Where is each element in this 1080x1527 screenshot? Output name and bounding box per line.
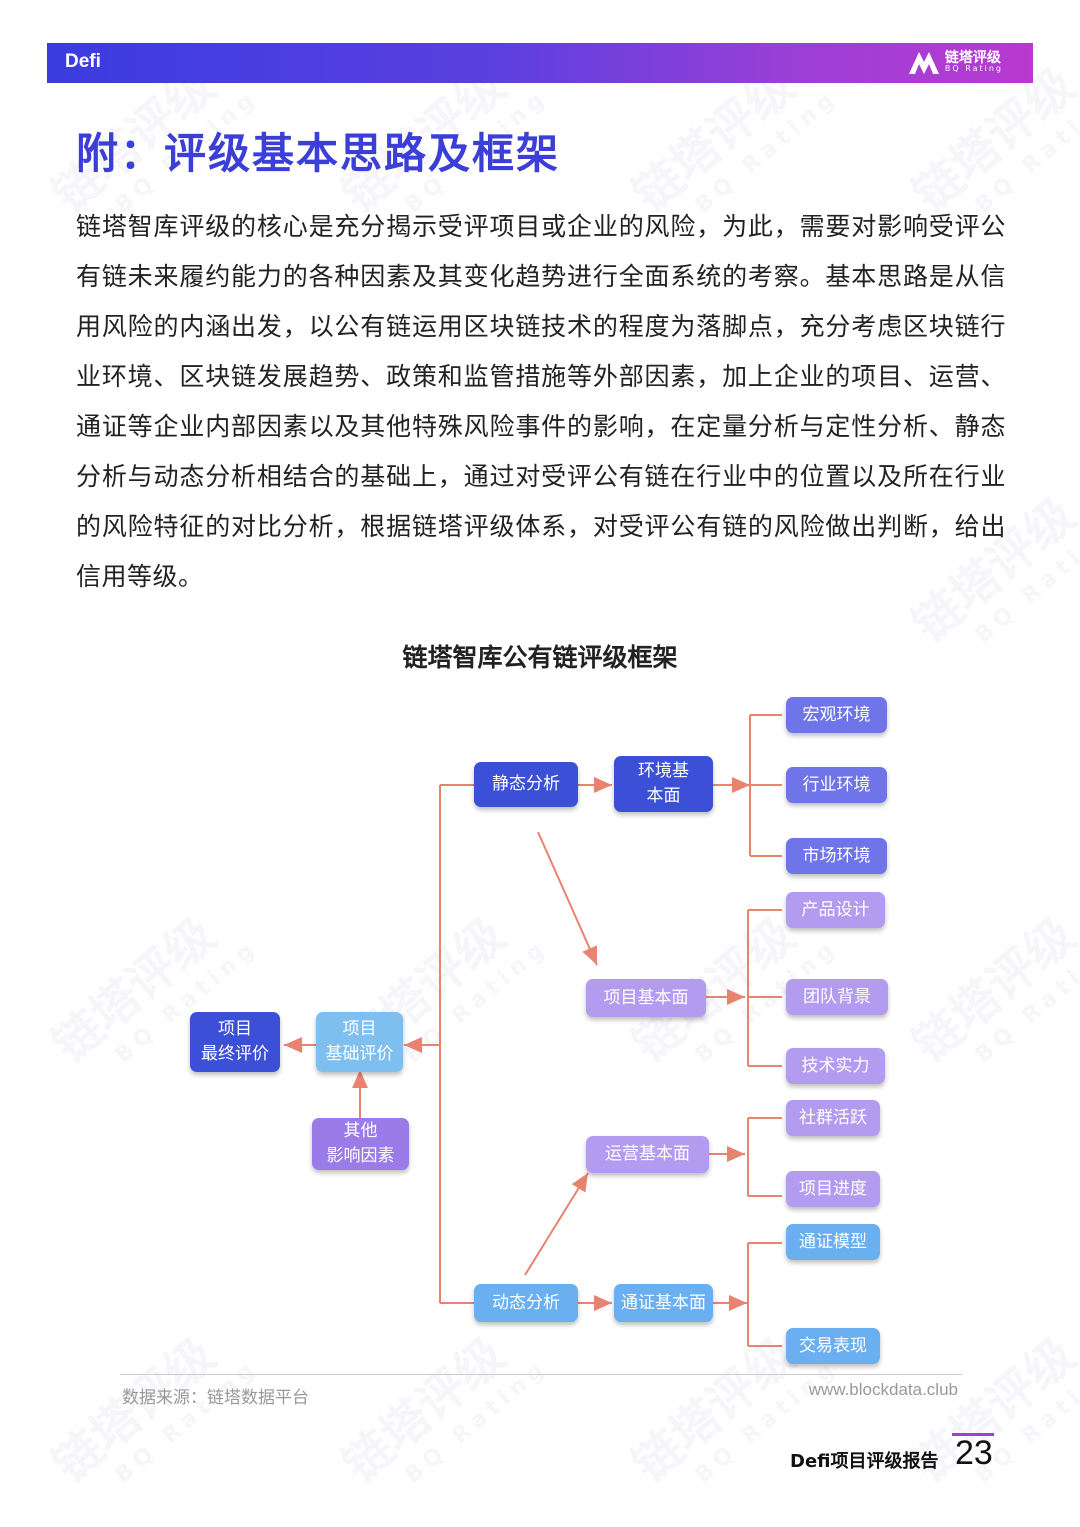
website-link[interactable]: www.blockdata.club	[808, 1380, 958, 1399]
footer-divider	[120, 1374, 962, 1375]
node-static-analysis: 静态分析	[474, 762, 578, 807]
node-token-fundamentals: 通证基本面	[614, 1284, 713, 1322]
node-final-eval: 项目 最终评价	[190, 1012, 280, 1072]
node-product-design: 产品设计	[786, 892, 885, 928]
page-title: 附：评级基本思路及框架	[76, 129, 561, 178]
page-number-accent	[952, 1433, 994, 1436]
logo-icon	[908, 52, 939, 74]
report-name: Defi项目评级报告	[790, 1451, 939, 1472]
connector	[524, 1172, 589, 1276]
logo-text-en: BQ Rating	[944, 64, 1003, 73]
node-project-fundamentals: 项目基本面	[586, 979, 706, 1017]
body-paragraph: 链塔智库评级的核心是充分揭示受评项目或企业的风险，为此，需要对影响受评公有链未来…	[76, 212, 1006, 591]
node-trading-performance: 交易表现	[786, 1328, 880, 1364]
diagram-title: 链塔智库公有链评级框架	[402, 643, 678, 672]
header-bar: Defi 链塔评级 BQ Rating	[47, 43, 1033, 83]
node-community-activity: 社群活跃	[786, 1100, 880, 1136]
node-project-progress: 项目进度	[786, 1171, 880, 1207]
node-team-background: 团队背景	[786, 979, 888, 1015]
data-source: 数据来源：链塔数据平台	[122, 1388, 309, 1408]
node-dynamic-analysis: 动态分析	[474, 1284, 578, 1322]
node-env-fundamentals: 环境基 本面	[614, 756, 713, 812]
node-base-eval: 项目 基础评价	[316, 1012, 403, 1072]
header-title: Defi	[65, 51, 101, 72]
node-other-factors: 其他 影响因素	[312, 1118, 409, 1170]
page-number: 23	[955, 1434, 993, 1472]
connector	[537, 831, 598, 966]
node-ops-fundamentals: 运营基本面	[586, 1136, 709, 1173]
node-token-model: 通证模型	[786, 1224, 880, 1260]
node-macro-env: 宏观环境	[786, 697, 887, 733]
node-market-env: 市场环境	[786, 838, 887, 874]
node-tech-strength: 技术实力	[786, 1048, 885, 1084]
node-industry-env: 行业环境	[786, 767, 887, 803]
brand-logo: 链塔评级 BQ Rating	[907, 48, 1003, 76]
logo-text-cn: 链塔评级	[944, 50, 1001, 66]
